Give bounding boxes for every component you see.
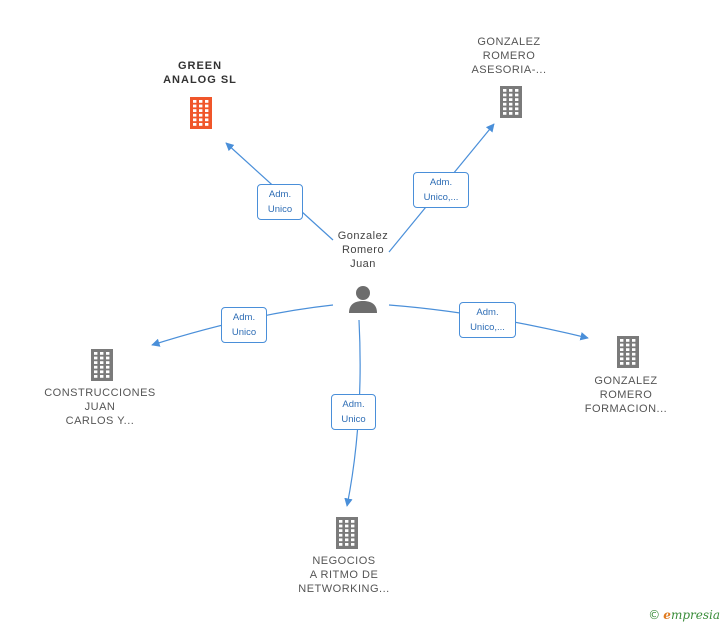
- building-icon[interactable]: [185, 95, 217, 129]
- relation-label-gonzalez-romero-formacion[interactable]: Adm. Unico,...: [459, 302, 516, 338]
- relation-label-green-analog[interactable]: Adm. Unico: [257, 184, 303, 220]
- brand-name: mpresia: [670, 608, 720, 622]
- person-icon[interactable]: [347, 283, 379, 315]
- company-name-gonzalez-romero-asesoria[interactable]: GONZALEZ ROMERO ASESORIA-...: [471, 36, 547, 76]
- brand-logo: ©empresia: [648, 608, 720, 622]
- company-name-construcciones-juan-carlos[interactable]: CONSTRUCCIONES JUAN CARLOS Y...: [44, 387, 156, 427]
- building-icon[interactable]: [612, 334, 644, 368]
- center-person-name[interactable]: Gonzalez Romero Juan: [337, 230, 389, 270]
- relation-label-construcciones-juan-carlos[interactable]: Adm. Unico: [221, 307, 267, 343]
- building-icon[interactable]: [331, 515, 363, 549]
- brand-initial: e: [663, 608, 671, 622]
- building-icon[interactable]: [86, 347, 118, 381]
- relation-label-gonzalez-romero-asesoria[interactable]: Adm. Unico,...: [413, 172, 469, 208]
- company-name-gonzalez-romero-formacion[interactable]: GONZALEZ ROMERO FORMACION...: [584, 375, 668, 415]
- company-name-green-analog[interactable]: GREEN ANALOG SL: [163, 60, 237, 86]
- company-name-negocios-ritmo-networking[interactable]: NEGOCIOS A RITMO DE NETWORKING...: [298, 555, 390, 595]
- building-icon[interactable]: [495, 84, 527, 118]
- copyright-symbol: ©: [648, 608, 661, 622]
- relation-label-negocios-ritmo-networking[interactable]: Adm. Unico: [331, 394, 376, 430]
